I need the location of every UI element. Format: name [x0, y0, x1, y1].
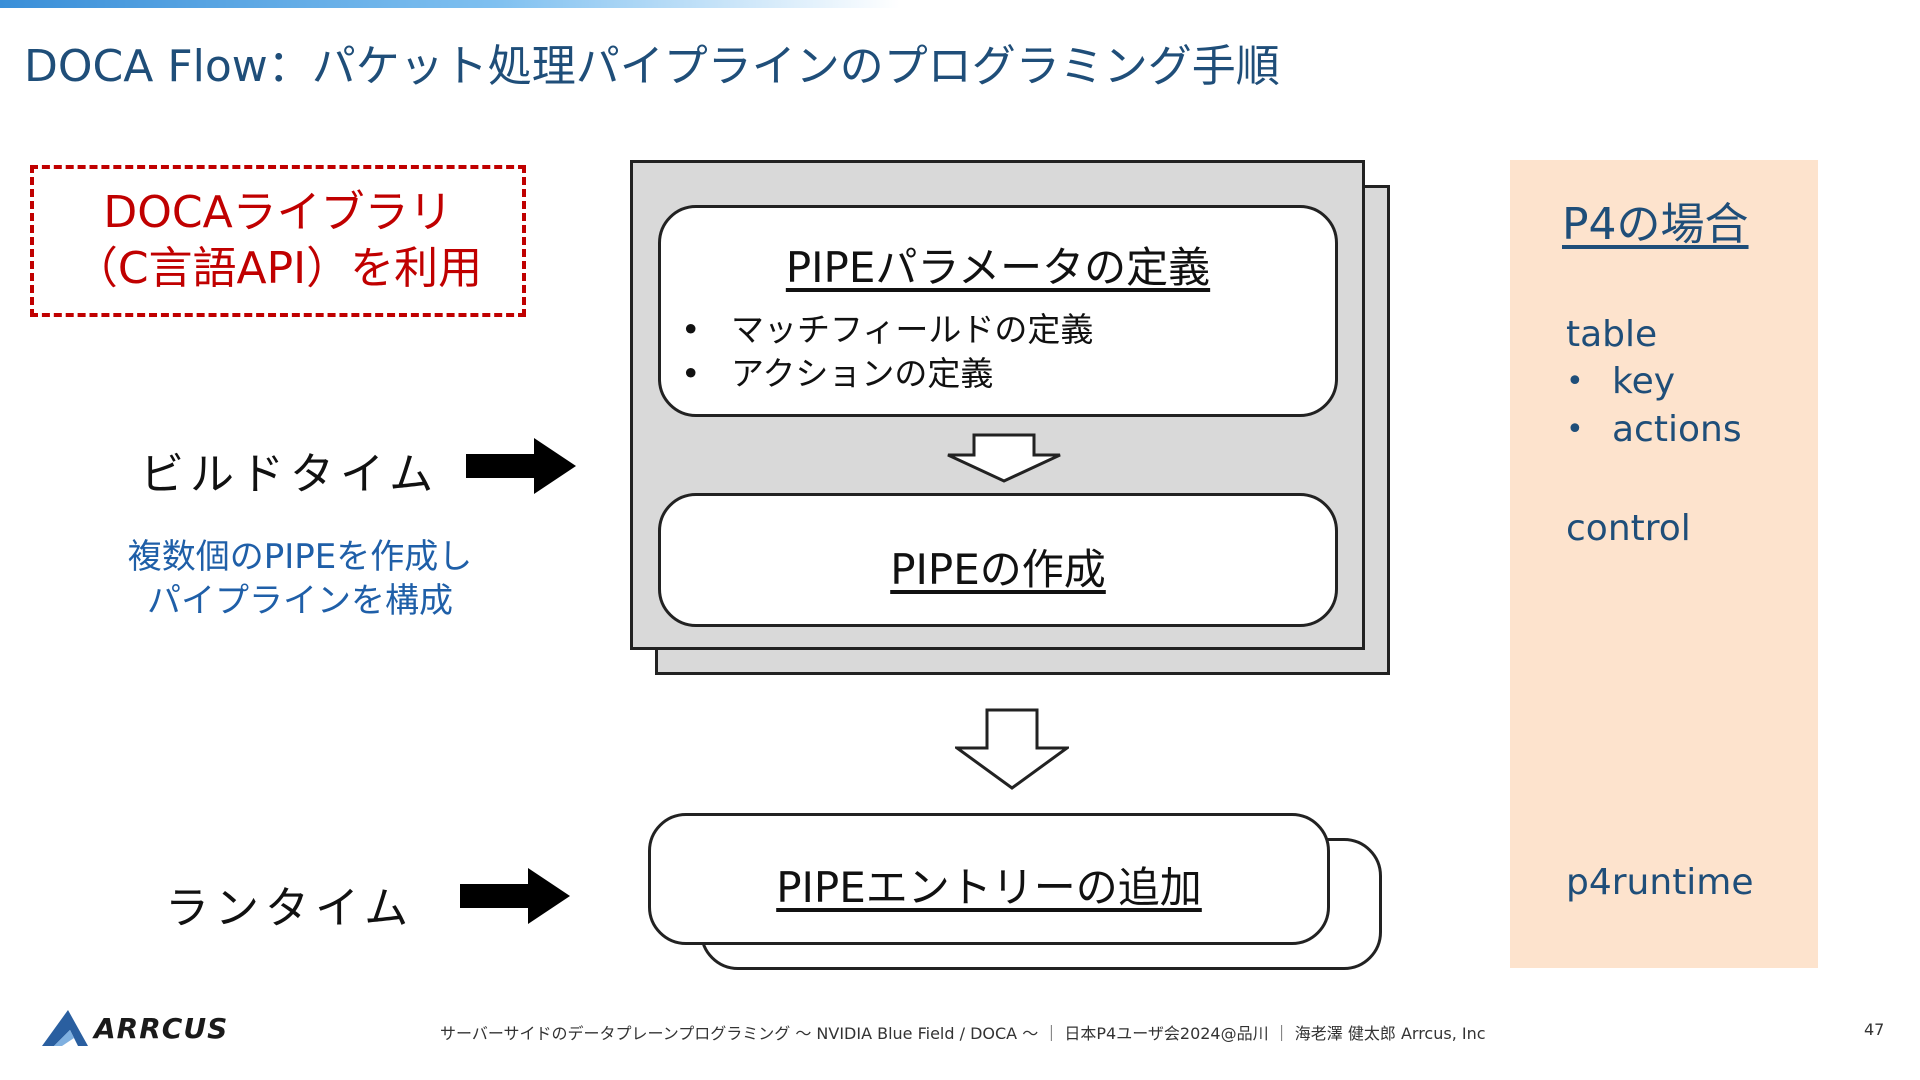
- down-arrow-icon: [947, 433, 1061, 483]
- build-time-note-line-2: パイプラインを構成: [147, 581, 453, 621]
- pipe-entry-box: PIPEエントリーの追加: [648, 813, 1330, 945]
- runtime-label: ランタイム: [165, 883, 415, 934]
- pipe-create-box: PIPEの作成: [658, 493, 1338, 627]
- build-time-note: 複数個のPIPEを作成し パイプラインを構成: [100, 535, 500, 623]
- pipe-params-heading: PIPEパラメータの定義: [785, 243, 1211, 292]
- p4-heading: P4の場合: [1562, 199, 1749, 250]
- pipe-params-bullet: マッチフィールドの定義: [681, 308, 1093, 352]
- pipe-params-bullet: アクションの定義: [681, 352, 1093, 396]
- build-time-note-line-1: 複数個のPIPEを作成し: [127, 537, 473, 577]
- pipe-entry-heading: PIPEエントリーの追加: [776, 863, 1202, 912]
- pipe-params-box: PIPEパラメータの定義 マッチフィールドの定義 アクションの定義: [658, 205, 1338, 417]
- pipe-params-bullets: マッチフィールドの定義 アクションの定義: [681, 308, 1093, 396]
- p4-control-label: control: [1566, 508, 1691, 549]
- p4-table-label: table: [1566, 314, 1658, 355]
- arrcus-logo-mark-icon: [42, 1010, 88, 1046]
- build-time-arrow-icon: [466, 438, 576, 494]
- arrcus-logo-text: ARRCUS: [94, 1011, 229, 1045]
- p4-panel: P4の場合 table key actions control p4runtim…: [1510, 160, 1818, 968]
- p4-table-item: key: [1566, 358, 1742, 406]
- big-down-arrow-icon: [955, 708, 1069, 790]
- library-callout: DOCAライブラリ （C言語API）を利用: [30, 165, 526, 317]
- pipe-create-heading: PIPEの作成: [890, 545, 1106, 594]
- p4-runtime-label: p4runtime: [1566, 862, 1754, 903]
- page-number: 47: [1864, 1020, 1885, 1039]
- p4-table-items: key actions: [1566, 358, 1742, 454]
- page-title: DOCA Flow：パケット処理パイプラインのプログラミング手順: [24, 41, 1280, 92]
- p4-table-item: actions: [1566, 406, 1742, 454]
- library-line-2: （C言語API）を利用: [73, 243, 483, 294]
- build-time-label: ビルドタイム: [140, 449, 440, 500]
- arrcus-logo: ARRCUS: [40, 1008, 228, 1048]
- top-accent-bar: [0, 0, 900, 8]
- pipe-stack-frame: PIPEパラメータの定義 マッチフィールドの定義 アクションの定義 PIPEの作…: [630, 160, 1365, 650]
- runtime-arrow-icon: [460, 868, 570, 924]
- footer-text: サーバーサイドのデータプレーンプログラミング 〜 NVIDIA Blue Fie…: [440, 1024, 1486, 1043]
- library-line-1: DOCAライブラリ: [103, 187, 453, 238]
